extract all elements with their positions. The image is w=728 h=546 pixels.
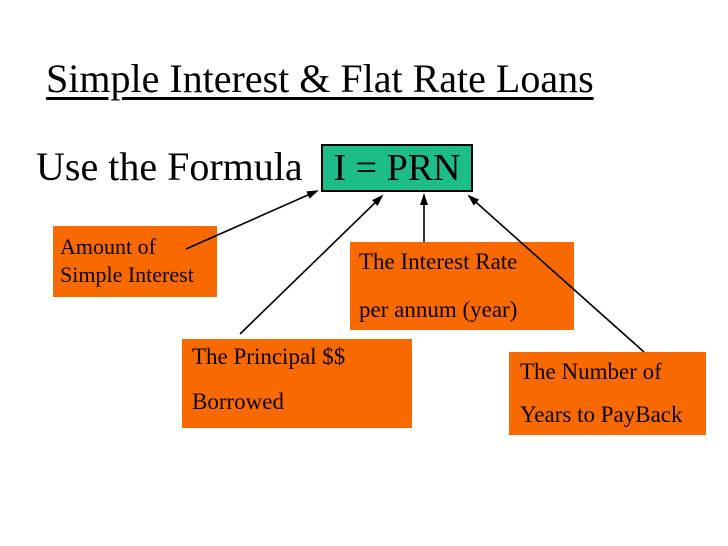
label-box-principal-borrowed: The Principal $$ Borrowed [182,339,412,428]
label-line: Simple Interest [60,262,194,287]
label-line: Years to PayBack [520,402,683,427]
formula-text: I = PRN [333,147,461,189]
label-box-amount-of-simple-interest: Amount of Simple Interest [53,226,217,297]
label-line: Borrowed [192,389,284,414]
label-line: The Number of [520,359,662,384]
label-box-years-to-payback: The Number of Years to PayBack [509,352,706,435]
label-line: Amount of [60,234,156,259]
label-line: The Principal $$ [192,344,346,369]
formula-caption: Use the Formula [36,144,303,189]
label-line: The Interest Rate [359,249,518,274]
label-line: per annum (year) [359,297,518,322]
label-box-interest-rate: The Interest Rate per annum (year) [350,242,574,330]
formula-box: I = PRN [321,144,473,192]
slide-title: Simple Interest & Flat Rate Loans [46,56,594,101]
